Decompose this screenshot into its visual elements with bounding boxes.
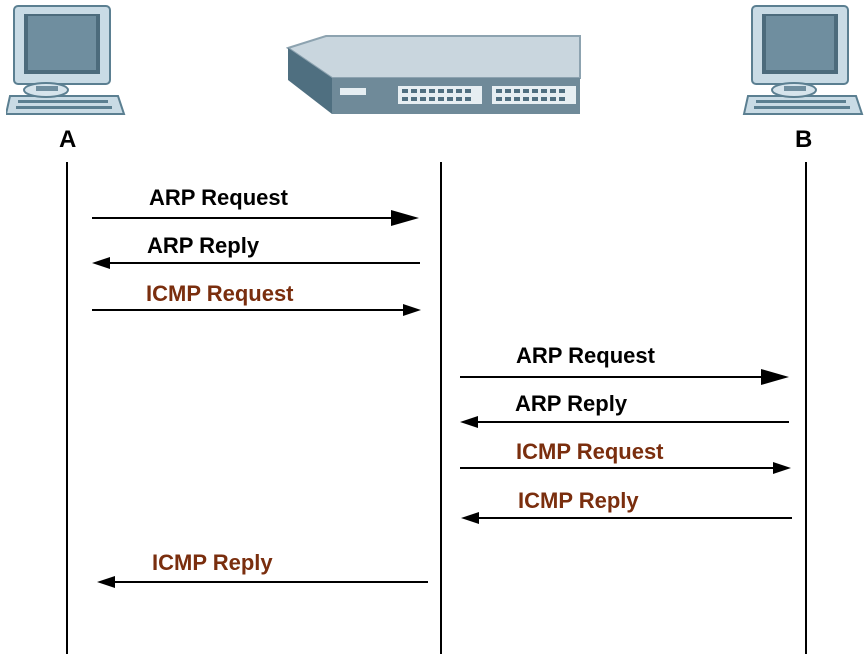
computer-a-icon	[6, 5, 126, 115]
message-label-icmp-request-a: ICMP Request	[146, 281, 294, 306]
message-label-icmp-reply-b: ICMP Reply	[518, 488, 639, 513]
arrowhead-m8	[97, 576, 115, 588]
arrowhead-m2	[92, 257, 110, 269]
arrowhead-m1	[391, 210, 419, 226]
arrowhead-m7	[461, 512, 479, 524]
message-label-arp-request-b: ARP Request	[516, 343, 655, 368]
arrowhead-m3	[403, 304, 421, 316]
node-a-label: A	[59, 126, 77, 153]
arrowhead-m6	[773, 462, 791, 474]
message-label-arp-reply-b: ARP Reply	[515, 391, 628, 416]
message-label-icmp-request-b: ICMP Request	[516, 439, 664, 464]
node-b-label: B	[795, 126, 813, 153]
arrowhead-m4	[761, 369, 789, 385]
arrowhead-m5	[460, 416, 478, 428]
message-label-icmp-reply-a: ICMP Reply	[152, 550, 273, 575]
message-label-arp-reply-a: ARP Reply	[147, 233, 260, 258]
computer-b-icon	[742, 5, 864, 115]
network-switch-icon	[286, 35, 581, 114]
message-label-arp-request-a: ARP Request	[149, 185, 288, 210]
